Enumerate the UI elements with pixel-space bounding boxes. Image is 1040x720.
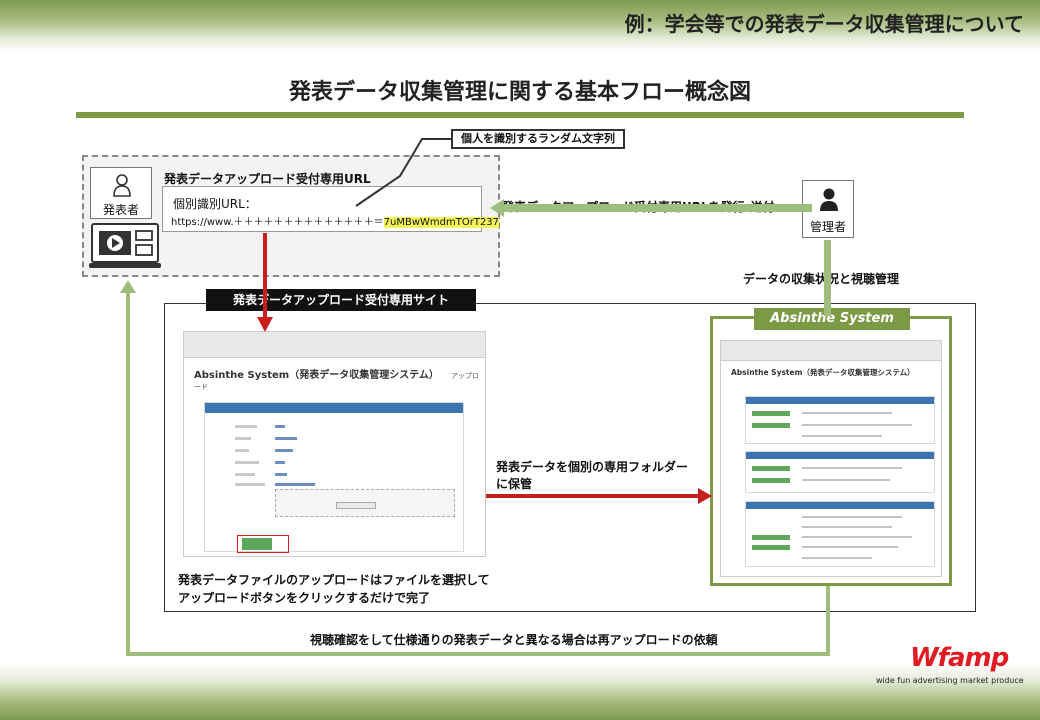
form-value	[275, 425, 285, 428]
reupload-arrow-head	[120, 280, 136, 293]
form-row	[235, 449, 249, 452]
panel-line	[802, 467, 902, 469]
absinthe-tag: Absinthe System	[754, 308, 910, 330]
panel-button[interactable]	[752, 478, 790, 483]
panel-button[interactable]	[752, 411, 790, 416]
form-row	[235, 483, 265, 486]
form-value	[275, 473, 287, 476]
url-token: 7uMBwWmdmTOrT237	[383, 217, 500, 228]
issue-send-arrow	[490, 199, 812, 217]
upload-form-panel	[204, 402, 464, 552]
url-text[interactable]: https://www.＋＋＋＋＋＋＋＋＋＋＋＋＋＋＝7uMBwWmdmTOrT…	[171, 213, 500, 228]
form-value	[275, 461, 285, 464]
absinthe-app-title: Absinthe System（発表データ収集管理システム）	[731, 368, 915, 377]
mail-panel	[745, 451, 935, 493]
panel-header	[205, 403, 463, 413]
reupload-arrow	[126, 290, 830, 656]
person-icon	[113, 174, 131, 197]
form-value	[275, 483, 315, 486]
panel-line	[802, 546, 898, 548]
panel-line	[802, 424, 912, 426]
admin-label: 管理者	[809, 220, 846, 234]
presenter-box: 発表者	[90, 167, 152, 219]
browser-bar	[184, 332, 485, 358]
upload-site-label: 発表データアップロード受付専用サイト	[206, 289, 476, 311]
panel-line	[802, 435, 882, 437]
upload-site-screenshot: Absinthe System（発表データ収集管理システム）アップロード	[183, 331, 486, 557]
callout: 個人を識別するランダム文字列	[451, 129, 625, 149]
monitor-video-icon	[89, 223, 161, 268]
form-row	[235, 437, 251, 440]
person-icon	[820, 188, 838, 211]
panel-header	[746, 397, 934, 404]
panel-button[interactable]	[752, 545, 790, 550]
upload-button-highlight	[237, 535, 289, 553]
form-value	[275, 437, 297, 440]
url-label: 個別識別URL：	[173, 197, 257, 211]
panel-header	[746, 502, 934, 509]
panel-line	[802, 516, 902, 518]
panel-line	[802, 557, 872, 559]
store-label-line-2: に保管	[496, 477, 533, 491]
header-title: 例：学会等での発表データ収集管理について	[624, 12, 1024, 36]
monitor-arrow	[824, 240, 831, 316]
form-row	[235, 473, 255, 476]
absinthe-screenshot: Absinthe System（発表データ収集管理システム）	[720, 340, 942, 577]
panel-header	[746, 452, 934, 459]
caption-line-2: アップロードボタンをクリックするだけで完了	[178, 591, 431, 605]
browser-bar	[721, 341, 941, 361]
header-band	[0, 0, 1040, 52]
panel-line	[802, 479, 890, 481]
upload-app-subtitle: アップロード	[194, 372, 479, 391]
panel-line	[802, 526, 892, 528]
url-prefix: https://www.＋＋＋＋＋＋＋＋＋＋＋＋＋＋＝	[171, 217, 384, 228]
footer-band	[0, 664, 1040, 720]
file-dropzone[interactable]	[275, 489, 455, 517]
panel-button[interactable]	[752, 535, 790, 540]
upload-app-title: Absinthe System（発表データ収集管理システム）アップロード	[184, 358, 485, 396]
panel-line	[802, 412, 892, 414]
form-row	[235, 461, 259, 464]
presenter-label: 発表者	[102, 203, 139, 217]
form-value	[275, 449, 293, 452]
title-rule	[76, 112, 964, 118]
url-box: 個別識別URL： https://www.＋＋＋＋＋＋＋＋＋＋＋＋＋＋＝7uMB…	[162, 186, 500, 232]
store-label-line-1: 発表データを個別の専用フォルダー	[496, 460, 689, 474]
monitor-label: データの収集状況と視聴管理	[743, 272, 900, 286]
upload-button[interactable]	[242, 538, 272, 550]
callout-leader	[355, 138, 451, 207]
upload-url-title: 発表データアップロード受付専用URL	[164, 172, 371, 186]
reupload-label: 視聴確認をして仕様通りの発表データと異なる場合は再アップロードの依頼	[310, 633, 718, 647]
upload-arrow-head	[257, 317, 273, 332]
form-row	[235, 425, 257, 428]
panel-button[interactable]	[752, 423, 790, 428]
data-panel	[745, 501, 935, 567]
store-arrow-head	[698, 488, 712, 504]
panel-button[interactable]	[752, 466, 790, 471]
page-title: 発表データ収集管理に関する基本フロー概念図	[288, 80, 751, 105]
upload-app-title-text: Absinthe System（発表データ収集管理システム）	[194, 370, 439, 381]
status-panel	[745, 396, 935, 444]
caption-line-1: 発表データファイルのアップロードはファイルを選択して	[178, 573, 490, 587]
panel-line	[802, 536, 912, 538]
brand-tagline: wide fun advertising market produce	[876, 676, 1024, 685]
brand-logo: Wfamp	[910, 643, 1009, 673]
file-select-button[interactable]	[336, 502, 376, 509]
admin-box: 管理者	[802, 180, 854, 238]
